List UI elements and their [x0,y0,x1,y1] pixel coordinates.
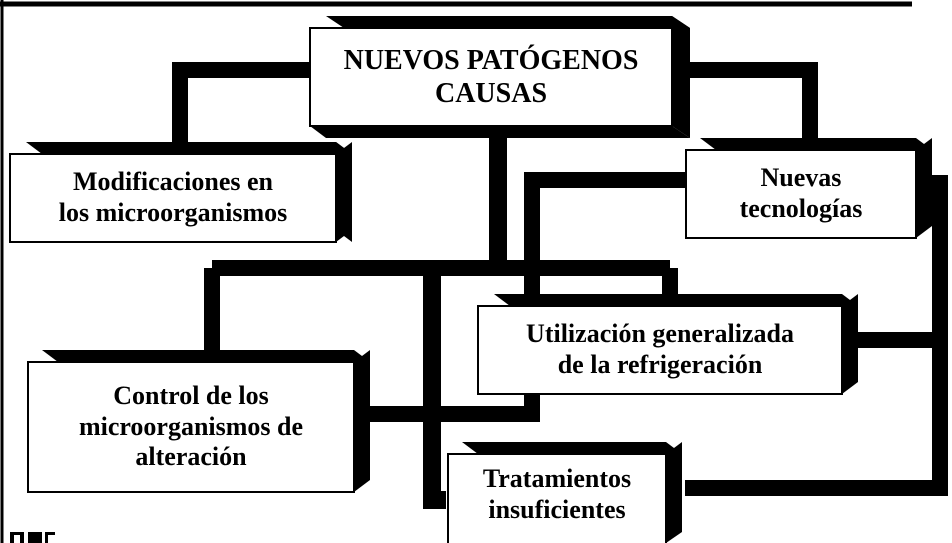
node-control-label: Control de los microorganismos de altera… [78,380,304,472]
node-tratamientos-label: Tratamientos insuficientes [482,464,632,524]
connector-branch-tratamientos [423,268,446,509]
node-refrigeracion-label: Utilización generalizada de la refrigera… [526,319,794,379]
node-nuevas-shape [685,138,932,239]
node-modificaciones-shape [9,142,352,243]
node-root-label: NUEVOS PATÓGENOS CAUSAS [343,44,639,109]
node-modificaciones-label: Modificaciones en los microorganismos [58,167,288,227]
connector-right-loop [685,175,948,496]
connector-root-modificaciones [172,62,310,148]
node-refrigeracion-shape [477,294,858,395]
connector-nuevas-refrigeracion [524,172,690,300]
node-control-shape [27,350,370,493]
node-tratamientos-shape [447,442,682,543]
institution-logo [10,532,55,543]
node-root-shape [309,16,690,138]
connector-root-nuevas [680,62,818,148]
node-nuevas-tecnologias-label: Nuevas tecnologías [739,163,863,223]
